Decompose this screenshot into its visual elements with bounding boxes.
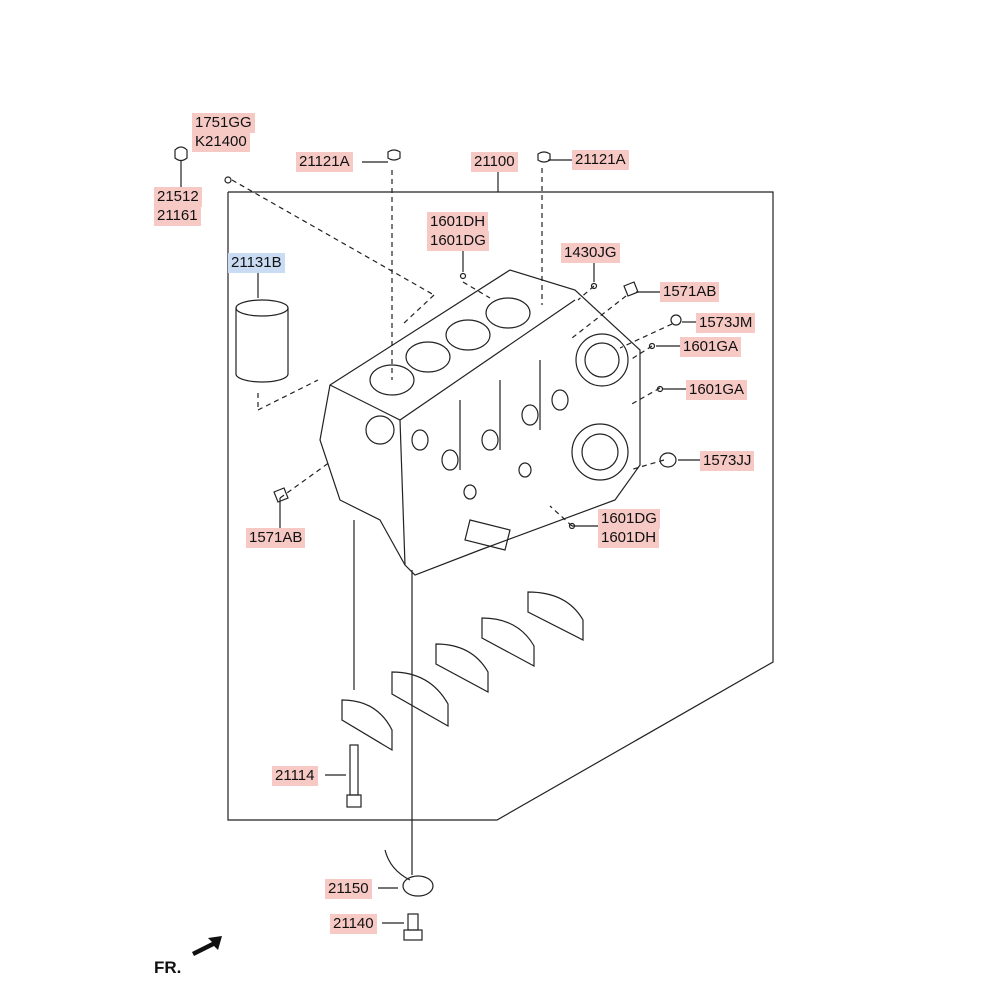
part-label-1601ga-upper[interactable]: 1601GA — [680, 337, 742, 357]
part-label-1601ga-lower[interactable]: 1601GA — [686, 380, 748, 400]
oil-jet-bolt — [403, 913, 423, 941]
part-label-21100[interactable]: 21100 — [471, 152, 518, 172]
front-orientation-label: FR. — [154, 958, 182, 977]
part-label-1573jm[interactable]: 1573JM — [696, 313, 756, 333]
front-arrow-icon — [192, 936, 222, 956]
part-label-21121a-right[interactable]: 21121A — [572, 150, 629, 170]
part-label-1430jg[interactable]: 1430JG — [561, 243, 620, 263]
cylinder-liner — [235, 299, 289, 383]
part-label-1601dh-bottom[interactable]: 1601DH — [598, 528, 660, 548]
part-label-21121a-left[interactable]: 21121A — [296, 152, 353, 172]
part-label-21512[interactable]: 21512 — [154, 187, 202, 207]
part-label-21161[interactable]: 21161 — [154, 206, 201, 226]
part-label-1571ab-right[interactable]: 1571AB — [660, 282, 720, 302]
part-label-1573jj[interactable]: 1573JJ — [700, 451, 755, 471]
bearing-cap-bolt — [346, 744, 362, 808]
small-parts — [174, 146, 682, 530]
part-label-1751gg[interactable]: 1751GG — [192, 113, 255, 133]
part-label-1601dg-top[interactable]: 1601DG — [427, 231, 489, 251]
part-label-1601dg-bottom[interactable]: 1601DG — [598, 509, 660, 529]
part-label-k21400[interactable]: K21400 — [192, 132, 250, 152]
assembly-frame — [227, 191, 774, 821]
oil-jet — [384, 849, 434, 897]
part-label-21140[interactable]: 21140 — [330, 914, 377, 934]
part-label-1571ab-left[interactable]: 1571AB — [246, 528, 306, 548]
part-label-21150[interactable]: 21150 — [325, 879, 372, 899]
leader-lines — [180, 159, 700, 924]
part-label-1601dh-top[interactable]: 1601DH — [427, 212, 489, 232]
engine-block — [319, 269, 641, 576]
part-label-21131b[interactable]: 21131B — [228, 253, 285, 273]
part-label-21114[interactable]: 21114 — [272, 766, 318, 786]
main-bearing-caps — [341, 591, 584, 752]
